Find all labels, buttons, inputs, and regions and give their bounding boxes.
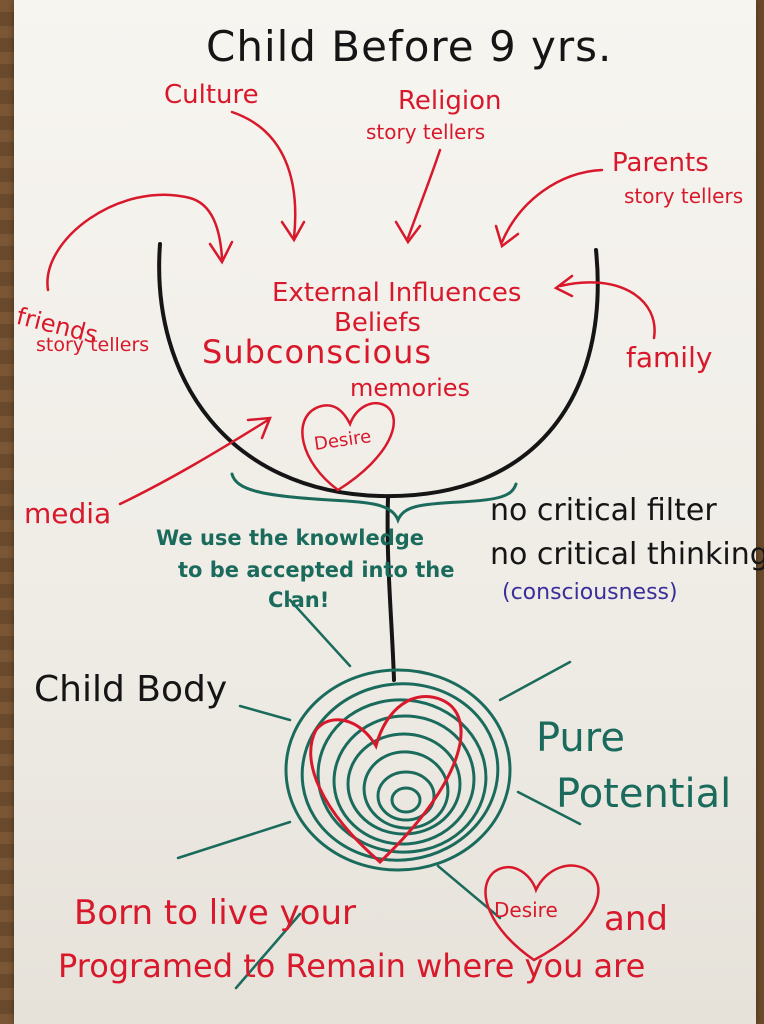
arrow-parents-head (494, 224, 520, 249)
filter-line2: no critical thinking (490, 537, 764, 572)
arrow-media (118, 418, 270, 506)
footer-slash (234, 912, 302, 990)
arrow-friends-head (208, 240, 234, 265)
heart-ball (309, 695, 463, 865)
label-media: media (24, 497, 112, 530)
label-parents-sub: story tellers (624, 184, 744, 208)
arrow-friends (46, 193, 224, 292)
arrow-religion (406, 148, 442, 240)
footer-heart-label: Desire (494, 898, 558, 922)
bowl-beliefs: Beliefs (334, 308, 421, 338)
bowl-subconscious: Subconscious (202, 333, 433, 371)
bowl-curve (157, 242, 600, 499)
label-friends-sub: story tellers (36, 334, 150, 356)
label-culture: Culture (164, 80, 259, 110)
stem-line (385, 496, 396, 682)
heart-footer (484, 864, 600, 962)
label-parents: Parents (612, 148, 709, 178)
bowl-memories: memories (350, 374, 471, 402)
label-child-body: Child Body (34, 669, 228, 710)
knowledge-line3: Clan! (268, 588, 330, 612)
label-pure: Pure (536, 715, 625, 761)
arrow-media-head (246, 416, 272, 440)
teal-bracket (230, 472, 518, 525)
page-title: Child Before 9 yrs. (206, 22, 613, 71)
arrow-family (558, 281, 656, 340)
arrow-family-head (553, 274, 574, 298)
arrow-religion-head (394, 220, 422, 245)
arrow-parents (500, 168, 604, 244)
knowledge-line1: We use the knowledge (156, 526, 425, 550)
paper-sheet (14, 0, 756, 1024)
footer-line1b: and (604, 899, 668, 939)
heart-bowl (301, 401, 395, 492)
arrow-culture-head (280, 220, 306, 243)
label-potential: Potential (556, 771, 732, 817)
bowl-external-influences: External Influences (272, 278, 522, 308)
wood-tabletop (0, 0, 14, 1024)
scribble-ball (284, 668, 512, 872)
influence-arrows (46, 110, 656, 506)
label-religion: Religion (398, 86, 502, 116)
label-family: family (626, 341, 713, 374)
footer-line2: Programed to Remain where you are (58, 947, 646, 985)
footer-line1a: Born to live your (74, 893, 356, 933)
knowledge-line2: to be accepted into the (178, 558, 455, 582)
label-religion-sub: story tellers (366, 120, 486, 144)
arrow-culture (230, 110, 297, 240)
filter-line3: (consciousness) (502, 580, 678, 605)
filter-line1: no critical filter (490, 493, 717, 528)
